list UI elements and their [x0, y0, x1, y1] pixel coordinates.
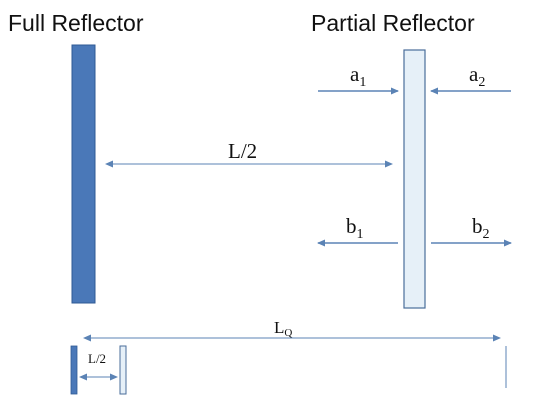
- b2-label: b2: [472, 214, 490, 242]
- small-partial-reflector: [119, 345, 127, 395]
- small-full-reflector: [70, 345, 78, 395]
- partial-reflector-title: Partial Reflector: [311, 10, 475, 36]
- a1-label: a1: [350, 62, 366, 90]
- partial-reflector-mirror: [403, 49, 426, 309]
- b1-label: b1: [346, 214, 364, 242]
- full-reflector-title: Full Reflector: [8, 10, 144, 36]
- total-length-label: LQ: [274, 318, 292, 339]
- full-reflector-mirror: [71, 44, 96, 304]
- half-length-label: L/2: [228, 139, 257, 163]
- a2-label: a2: [469, 62, 485, 90]
- small-half-length-label: L/2: [88, 351, 106, 366]
